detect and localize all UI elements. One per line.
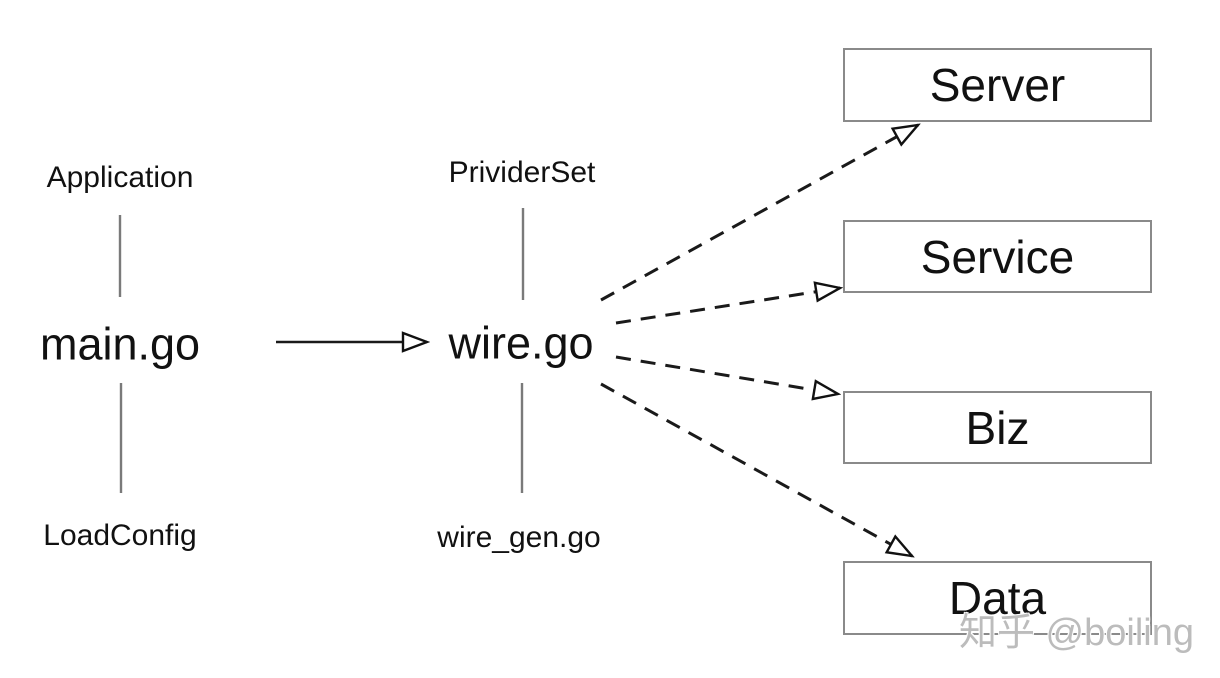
box-server-label: Server bbox=[929, 59, 1066, 111]
label-loadconfig: LoadConfig bbox=[43, 519, 197, 552]
label-application: Application bbox=[46, 161, 194, 194]
dashed-arrow-wirego-to-server bbox=[600, 125, 918, 302]
box-server: Server bbox=[843, 48, 1152, 122]
label-prividerset: PrividerSet bbox=[448, 156, 596, 189]
node-wirego: wire.go bbox=[448, 317, 594, 369]
box-service-label: Service bbox=[920, 230, 1075, 283]
dashed-arrow-wirego-to-biz bbox=[615, 355, 838, 394]
box-data-label: Data bbox=[948, 572, 1047, 624]
dashed-arrow-wirego-to-service bbox=[615, 288, 840, 325]
node-maingo: main.go bbox=[39, 318, 201, 370]
box-biz-label: Biz bbox=[965, 401, 1030, 454]
box-service: Service bbox=[843, 220, 1152, 293]
box-data: Data bbox=[843, 561, 1152, 635]
dashed-arrow-wirego-to-data bbox=[600, 382, 912, 556]
label-wiregengo: wire_gen.go bbox=[437, 521, 601, 554]
watermark: 知乎 @boiling bbox=[959, 612, 1194, 654]
box-biz: Biz bbox=[843, 391, 1152, 464]
